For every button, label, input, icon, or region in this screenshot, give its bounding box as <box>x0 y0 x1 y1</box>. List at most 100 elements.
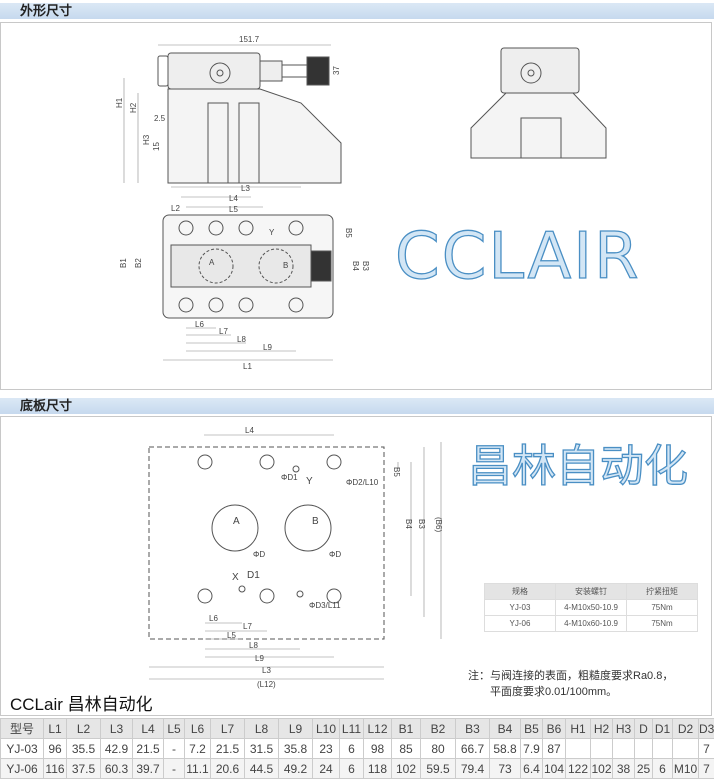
port-label: Y <box>306 476 313 487</box>
port-label: A <box>209 258 215 267</box>
port-label: A <box>233 516 240 527</box>
table-cell: 44.5 <box>244 758 279 779</box>
dim-label: L9 <box>255 654 264 663</box>
table-cell <box>672 738 699 759</box>
table-cell: 6.4 <box>520 758 543 779</box>
surface-note: 注：与阀连接的表面，粗糙度要求Ra0.8， 平面度要求0.01/100mm。 <box>468 670 674 698</box>
port-label: X <box>232 572 239 583</box>
table-cell: B5 <box>520 718 543 739</box>
dim-label: H2 <box>129 102 138 113</box>
valve-plan-view: L3 L4 L2 L5 A B Y B5 B1 B2 B4 B3 L6 L7 L… <box>119 184 370 371</box>
table-cell: B1 <box>391 718 421 739</box>
table-cell: D3 <box>698 718 714 739</box>
table-cell: L11 <box>339 718 364 739</box>
table-cell: 102 <box>391 758 421 779</box>
table-cell: 6 <box>339 738 364 759</box>
dim-label: B5 <box>392 467 401 477</box>
dim-label: (L12) <box>257 680 276 689</box>
dim-label: ΦD1 <box>281 473 298 482</box>
table-cell: L2 <box>66 718 101 739</box>
table-cell: 安装螺钉 <box>555 583 627 600</box>
valve-end-view <box>470 47 607 159</box>
table-cell <box>634 738 653 759</box>
dim-label: 37 <box>332 66 341 75</box>
table-cell: H2 <box>590 718 613 739</box>
table-cell: YJ-06 <box>0 758 44 779</box>
table-cell: 58.8 <box>489 738 521 759</box>
dim-label: B5 <box>344 228 353 238</box>
dim-label: 2.5 <box>154 114 166 123</box>
dim-label: B3 <box>417 519 426 529</box>
table-cell: 6 <box>339 758 364 779</box>
table-cell: L1 <box>43 718 67 739</box>
valve-side-view: 151.7 37 H1 H2 H3 2.5 15 <box>115 35 342 184</box>
table-cell: D <box>634 718 653 739</box>
base-drawing-panel: L4 ΦD1 Y ΦD2/L10 A B ΦD ΦD X D1 ΦD3/L11 … <box>0 416 712 716</box>
dim-label: ΦD <box>329 550 341 559</box>
section-header-base: 底板尺寸 <box>0 398 714 414</box>
dim-label: L5 <box>227 631 236 640</box>
dim-label: 151.7 <box>239 35 260 44</box>
table-cell: 规格 <box>484 583 556 600</box>
table-cell: 型号 <box>0 718 44 739</box>
dim-label: H3 <box>142 134 151 145</box>
dim-label: B4 <box>351 261 360 271</box>
dim-label: B2 <box>134 258 143 268</box>
table-cell: M10 <box>672 758 699 779</box>
table-cell: 31.5 <box>244 738 279 759</box>
table-cell: B3 <box>455 718 490 739</box>
table-cell: 20.6 <box>210 758 245 779</box>
table-cell: YJ-03 <box>0 738 44 759</box>
table-cell: 21.5 <box>132 738 164 759</box>
base-plate-drawing: L4 ΦD1 Y ΦD2/L10 A B ΦD ΦD X D1 ΦD3/L11 … <box>148 426 443 689</box>
table-cell: 35.8 <box>278 738 313 759</box>
dim-label: ΦD <box>253 550 265 559</box>
dim-label: L6 <box>195 320 204 329</box>
table-cell: 4-M10x60-10.9 <box>555 615 627 632</box>
table-cell: D2 <box>672 718 699 739</box>
table-cell: 7.9 <box>520 738 543 759</box>
table-cell: H3 <box>612 718 635 739</box>
table-cell: 87 <box>542 738 566 759</box>
table-cell <box>590 738 613 759</box>
table-cell <box>652 738 673 759</box>
table-cell: 66.7 <box>455 738 490 759</box>
table-cell: - <box>163 738 185 759</box>
table-cell: 39.7 <box>132 758 164 779</box>
table-cell: 49.2 <box>278 758 313 779</box>
dim-label: L4 <box>245 426 254 435</box>
table-cell: 79.4 <box>455 758 490 779</box>
table-cell: 60.3 <box>100 758 133 779</box>
table-cell: 122 <box>565 758 591 779</box>
table-cell: L10 <box>312 718 340 739</box>
table-cell: 7 <box>698 738 714 759</box>
table-cell: 21.5 <box>210 738 245 759</box>
table-cell: 75Nm <box>626 615 698 632</box>
table-cell: 102 <box>590 758 613 779</box>
table-cell: H1 <box>565 718 591 739</box>
outline-drawing: 151.7 37 H1 H2 H3 2.5 15 L3 L4 L2 L5 A B… <box>115 35 607 371</box>
table-cell: 73 <box>489 758 521 779</box>
table-cell: L3 <box>100 718 133 739</box>
dim-label: L8 <box>237 335 246 344</box>
dim-label: L4 <box>229 194 238 203</box>
dim-label: H1 <box>115 97 124 108</box>
table-cell: 42.9 <box>100 738 133 759</box>
dim-label: L1 <box>243 362 252 371</box>
table-cell: 6 <box>652 758 673 779</box>
dim-label: L8 <box>249 641 258 650</box>
dim-label: L7 <box>243 622 252 631</box>
section-header-outline: 外形尺寸 <box>0 3 714 19</box>
dim-label: L2 <box>171 204 180 213</box>
table-cell: 96 <box>43 738 67 759</box>
table-cell: YJ-03 <box>484 599 556 616</box>
table-cell: B2 <box>420 718 456 739</box>
table-cell: L8 <box>244 718 279 739</box>
table-cell: - <box>163 758 185 779</box>
table-cell: 75Nm <box>626 599 698 616</box>
port-label: B <box>312 516 319 527</box>
